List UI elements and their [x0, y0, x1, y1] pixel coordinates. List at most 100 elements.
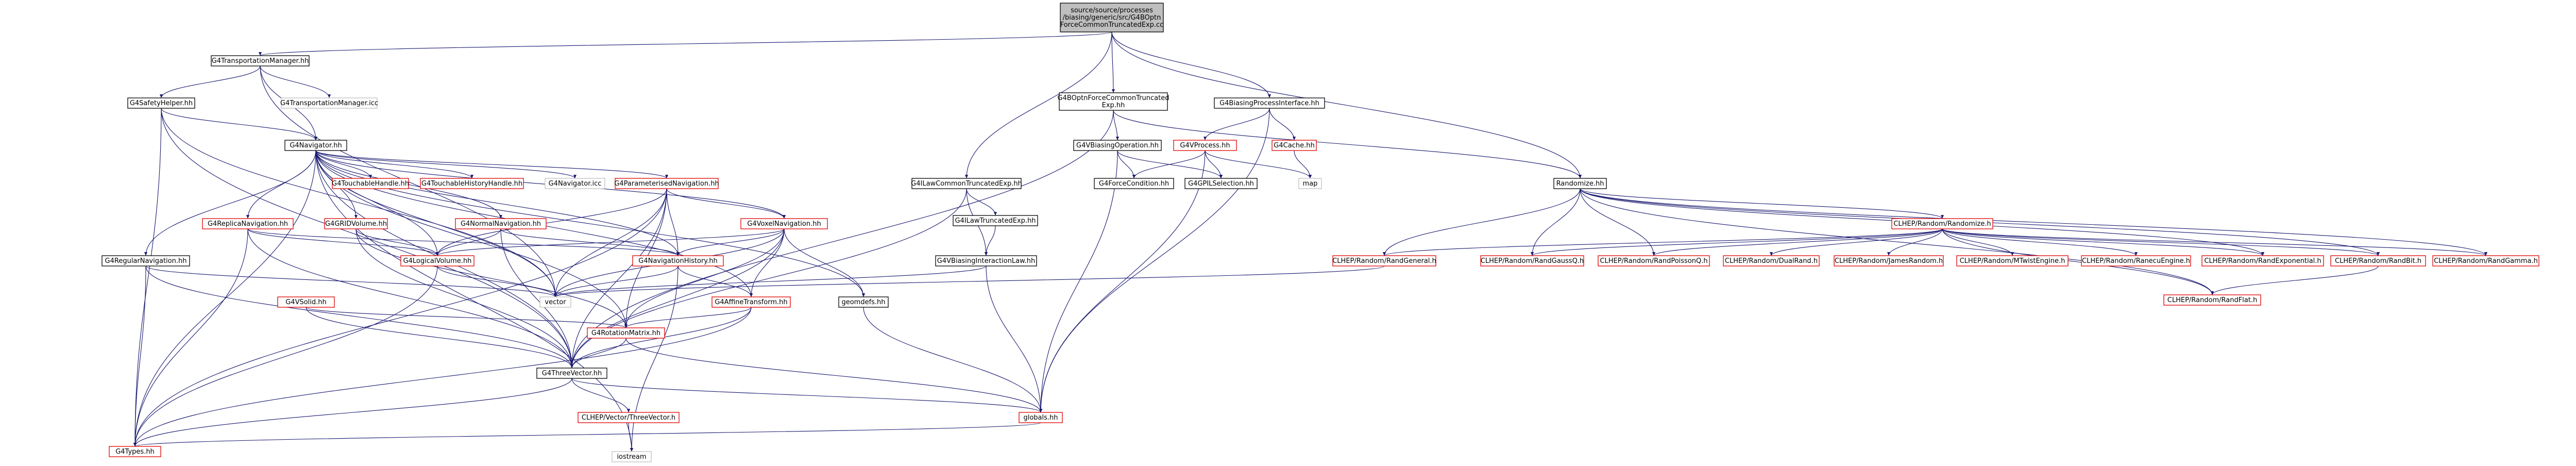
- node-box[interactable]: [578, 412, 680, 423]
- node-box[interactable]: [838, 296, 889, 308]
- node-box[interactable]: [740, 218, 828, 229]
- node-label: G4Types.hh: [115, 448, 155, 456]
- node-label: ForceCommonTruncatedExp.cc: [1060, 21, 1164, 29]
- node-box[interactable]: [2163, 294, 2261, 306]
- node-n_clhep3v[interactable]: CLHEP/Vector/ThreeVector.h: [578, 412, 680, 423]
- node-n_replica[interactable]: G4ReplicaNavigation.hh: [202, 218, 294, 229]
- node-box[interactable]: [2432, 255, 2539, 267]
- node-n_ilaw[interactable]: G4ILawCommonTruncatedExp.hh: [911, 178, 1022, 189]
- node-n_globals[interactable]: globals.hh: [1019, 412, 1063, 423]
- node-n_cache[interactable]: G4Cache.hh: [1272, 140, 1317, 151]
- node-n_touch[interactable]: G4TouchableHandle.hh: [332, 178, 409, 189]
- edge-n_nav-to-n_iostream: [315, 150, 634, 452]
- node-n_randgauss[interactable]: CLHEP/Random/RandGaussQ.h: [1480, 255, 1584, 267]
- node-box[interactable]: [1272, 140, 1317, 151]
- node-box[interactable]: [284, 140, 347, 151]
- node-box[interactable]: [127, 97, 195, 109]
- node-box[interactable]: [1073, 140, 1162, 151]
- node-n_logical[interactable]: G4LogicalVolume.hh: [400, 255, 474, 267]
- node-box[interactable]: [2081, 255, 2191, 267]
- node-n_voxel[interactable]: G4VoxelNavigation.hh: [740, 218, 828, 229]
- node-n_affine[interactable]: G4AffineTransform.hh: [711, 296, 791, 308]
- node-box[interactable]: [615, 178, 719, 189]
- node-label: G4VoxelNavigation.hh: [747, 220, 821, 228]
- node-label: CLHEP/Random/RandFlat.h: [2167, 296, 2257, 304]
- node-n_touchhist[interactable]: G4TouchableHistoryHandle.hh: [420, 178, 524, 189]
- node-n_safety[interactable]: G4SafetyHelper.hh: [127, 97, 195, 109]
- node-box[interactable]: [935, 255, 1037, 267]
- node-n_randflat[interactable]: CLHEP/Random/RandFlat.h: [2163, 294, 2261, 306]
- node-box[interactable]: [324, 218, 388, 229]
- node-box[interactable]: [536, 368, 607, 379]
- node-n_randgeneral[interactable]: CLHEP/Random/RandGeneral.h: [1332, 255, 1436, 267]
- node-n_rotation[interactable]: G4RotationMatrix.hh: [587, 327, 665, 339]
- node-n_gpilsel[interactable]: G4GPILSelection.hh: [1184, 178, 1258, 189]
- node-box[interactable]: [1723, 255, 1820, 267]
- node-box[interactable]: [632, 255, 724, 267]
- node-box[interactable]: [1891, 218, 1993, 229]
- edge-n_randbit-to-n_randflat: [2211, 265, 2379, 295]
- node-n_vsolid[interactable]: G4VSolid.hh: [277, 296, 335, 308]
- node-box[interactable]: [1480, 255, 1584, 267]
- node-n_james[interactable]: CLHEP/Random/JamesRandom.h: [1834, 255, 1944, 267]
- node-box[interactable]: [1553, 178, 1607, 189]
- node-box[interactable]: [455, 218, 547, 229]
- node-n_map: map: [1298, 178, 1322, 189]
- node-box[interactable]: [400, 255, 474, 267]
- node-n_randomize[interactable]: Randomize.hh: [1553, 178, 1607, 189]
- node-n_vbiasop[interactable]: G4VBiasingOperation.hh: [1073, 140, 1162, 151]
- node-box[interactable]: [211, 55, 310, 66]
- node-box[interactable]: [1834, 255, 1944, 267]
- node-box[interactable]: [101, 255, 190, 267]
- node-box[interactable]: [277, 296, 335, 308]
- node-box[interactable]: [711, 296, 791, 308]
- node-n_ranecu[interactable]: CLHEP/Random/RanecuEngine.h: [2081, 255, 2191, 267]
- node-n_vprocess[interactable]: G4VProcess.hh: [1173, 140, 1237, 151]
- node-box[interactable]: [1094, 178, 1174, 189]
- node-n_forcecond[interactable]: G4ForceCondition.hh: [1094, 178, 1174, 189]
- edge-n_vsolid-to-n_rotation: [306, 307, 628, 328]
- node-n_mtwist[interactable]: CLHEP/Random/MTwistEngine.h: [1956, 255, 2069, 267]
- node-n_dualrand[interactable]: CLHEP/Random/DualRand.h: [1723, 255, 1820, 267]
- node-box[interactable]: [109, 446, 161, 457]
- node-n_bpi[interactable]: G4BiasingProcessInterface.hh: [1214, 97, 1325, 109]
- node-n_randexp[interactable]: CLHEP/Random/RandExponential.h: [2201, 255, 2324, 267]
- node-n_ilawtrunc[interactable]: G4ILawTruncatedExp.hh: [953, 215, 1038, 226]
- node-n_randpoisson[interactable]: CLHEP/Random/RandPoissonQ.h: [1598, 255, 1710, 267]
- node-n_randbit[interactable]: CLHEP/Random/RandBit.h: [2330, 255, 2426, 267]
- node-box[interactable]: [2330, 255, 2426, 267]
- node-n_randgamma[interactable]: CLHEP/Random/RandGamma.h: [2432, 255, 2539, 267]
- node-n_regular[interactable]: G4RegularNavigation.hh: [101, 255, 190, 267]
- node-box[interactable]: [1956, 255, 2069, 267]
- node-n_normal[interactable]: G4NormalNavigation.hh: [455, 218, 547, 229]
- node-box[interactable]: [587, 327, 665, 339]
- node-box[interactable]: [2201, 255, 2324, 267]
- node-box[interactable]: [1059, 92, 1168, 111]
- node-box[interactable]: [1214, 97, 1325, 109]
- edge-n_nav-to-n_param: [315, 150, 668, 179]
- node-n_param[interactable]: G4ParameterisedNavigation.hh: [614, 178, 719, 189]
- node-n_vbil[interactable]: G4VBiasingInteractionLaw.hh: [935, 255, 1037, 267]
- node-n_clhep_randomize[interactable]: CLHEP/Random/Randomize.h: [1891, 218, 1993, 229]
- node-box[interactable]: [420, 178, 524, 189]
- node-box[interactable]: [953, 215, 1038, 226]
- node-n_tm[interactable]: G4TransportationManager.hh: [211, 55, 310, 66]
- node-box[interactable]: [332, 178, 409, 189]
- node-box[interactable]: [911, 178, 1022, 189]
- node-n_geomdefs[interactable]: geomdefs.hh: [838, 296, 889, 308]
- node-n_grid[interactable]: G4GRIDVolume.hh: [324, 218, 388, 229]
- node-n_vector: vector: [539, 296, 571, 308]
- node-n_nav[interactable]: G4Navigator.hh: [284, 140, 347, 151]
- node-box[interactable]: [1173, 140, 1237, 151]
- node-box[interactable]: [202, 218, 294, 229]
- node-box[interactable]: [1184, 178, 1258, 189]
- node-n_three[interactable]: G4ThreeVector.hh: [536, 368, 607, 379]
- node-box[interactable]: [1019, 412, 1063, 423]
- node-n_types[interactable]: G4Types.hh: [109, 446, 161, 457]
- node-n_navhist[interactable]: G4NavigationHistory.hh: [632, 255, 724, 267]
- node-box[interactable]: [1598, 255, 1710, 267]
- node-label: CLHEP/Random/RandExponential.h: [2204, 257, 2321, 265]
- node-box[interactable]: [1332, 255, 1436, 267]
